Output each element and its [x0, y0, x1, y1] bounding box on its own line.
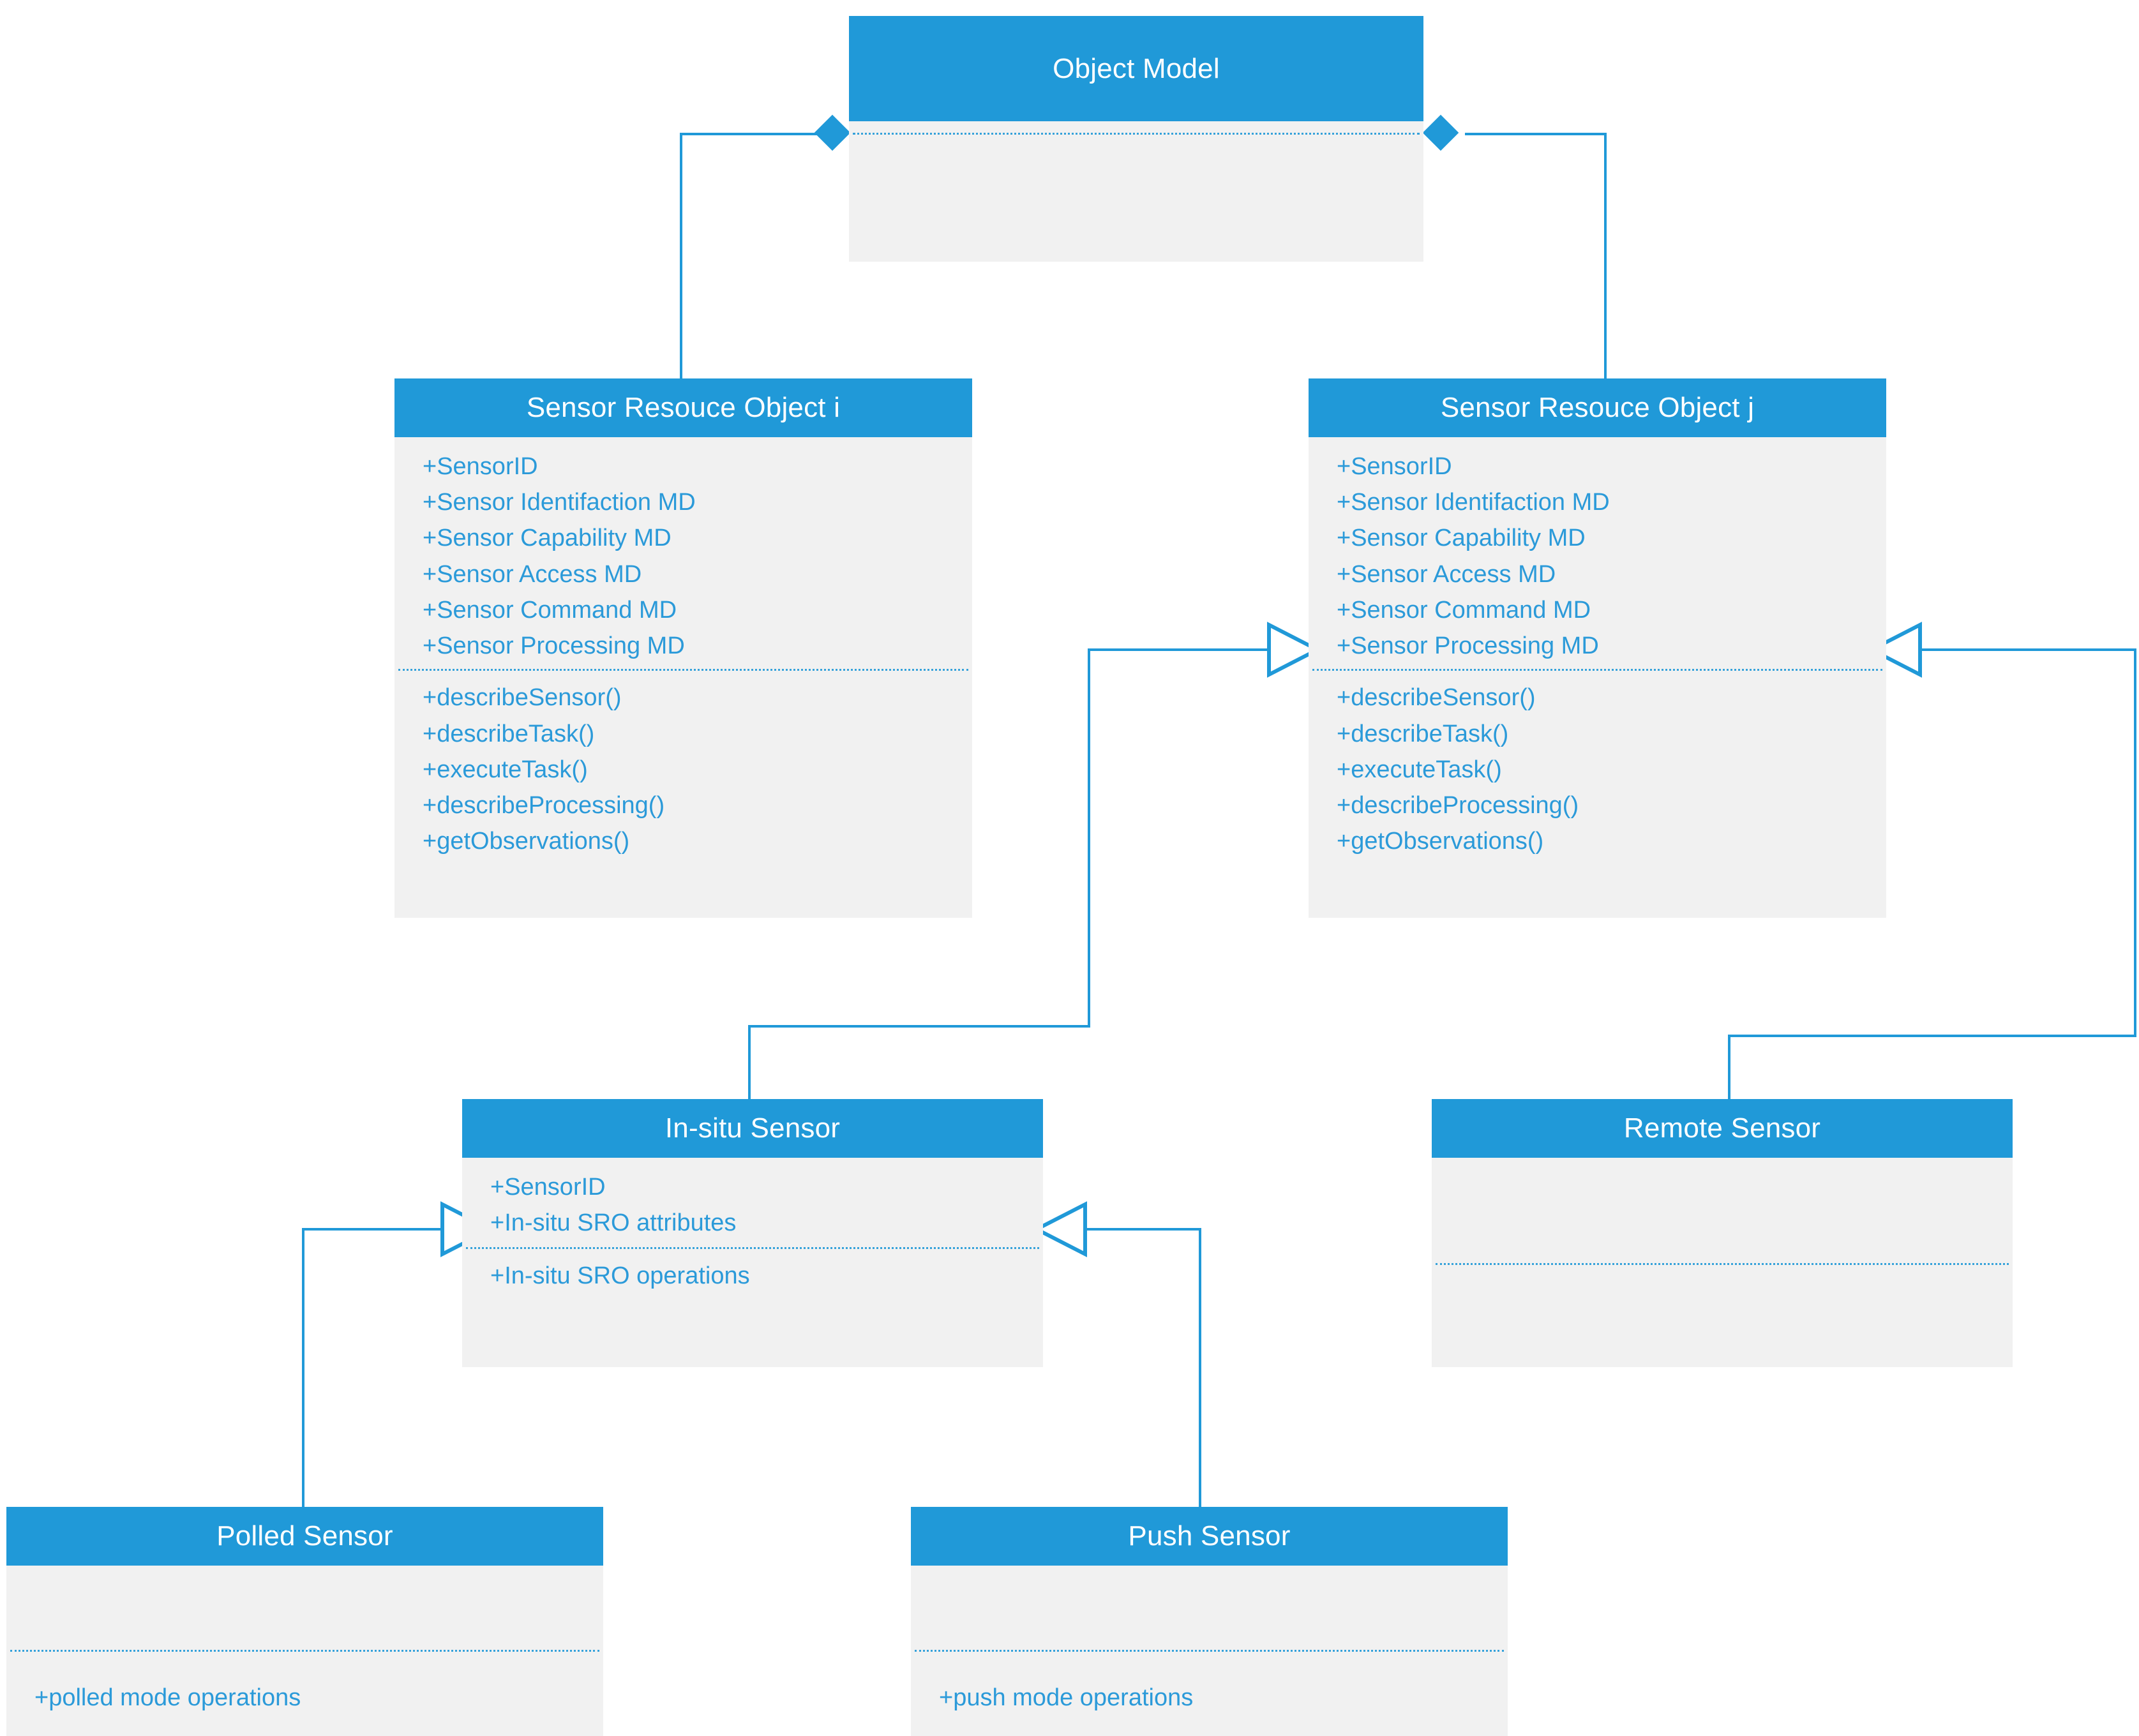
edge-object-model-to-sro-i-horizontal: [680, 133, 830, 135]
edge-push-to-in-situ-horizontal: [1074, 1228, 1201, 1231]
class-sensor-resource-object-j-title: Sensor Resouce Object j: [1440, 392, 1755, 423]
edge-in-situ-to-sro-j-riser: [1088, 648, 1090, 1028]
compartment-separator: [398, 669, 968, 671]
operation-item: +describeTask(): [423, 720, 595, 747]
class-push-sensor-title: Push Sensor: [1128, 1520, 1291, 1552]
class-polled-sensor-operations: +polled mode operations: [6, 1652, 603, 1716]
class-sensor-resource-object-i-operations: +describeSensor() +describeTask() +execu…: [394, 671, 972, 859]
class-object-model-attributes: [849, 121, 1423, 133]
edge-remote-to-sro-j-lower-horizontal: [1728, 1035, 2136, 1037]
operation-item: +In-situ SRO operations: [490, 1262, 750, 1290]
compartment-separator: [853, 133, 1420, 135]
edge-polled-to-in-situ-horizontal: [302, 1228, 441, 1231]
class-sensor-resource-object-j-header: Sensor Resouce Object j: [1309, 378, 1886, 437]
class-push-sensor-operations: +push mode operations: [911, 1652, 1508, 1716]
edge-remote-to-sro-j-riser: [2134, 648, 2136, 1037]
edge-in-situ-to-sro-j-vertical: [748, 1028, 751, 1165]
edge-remote-to-sro-j-horizontal: [1921, 648, 2135, 651]
attribute-item: +Sensor Identifaction MD: [1337, 489, 1610, 516]
operation-item: +executeTask(): [1337, 756, 1502, 783]
operation-item: +executeTask(): [423, 756, 588, 783]
class-sensor-resource-object-j-operations: +describeSensor() +describeTask() +execu…: [1309, 671, 1886, 859]
class-polled-sensor-title: Polled Sensor: [216, 1520, 393, 1552]
operation-item: +describeTask(): [1337, 720, 1509, 747]
operation-item: +getObservations(): [423, 828, 630, 855]
compartment-separator: [1312, 669, 1882, 671]
operation-item: +describeProcessing(): [1337, 792, 1579, 819]
edge-in-situ-to-sro-j-lower-horizontal: [748, 1025, 1090, 1028]
class-object-model-title: Object Model: [1053, 52, 1220, 84]
edge-polled-to-in-situ-vertical: [302, 1228, 304, 1507]
class-in-situ-sensor-title: In-situ Sensor: [664, 1112, 841, 1144]
class-remote-sensor-header: Remote Sensor: [1432, 1099, 2013, 1158]
class-object-model-body: [849, 121, 1423, 262]
operation-item: +describeProcessing(): [423, 792, 665, 819]
class-push-sensor[interactable]: Push Sensor +push mode operations: [911, 1507, 1508, 1736]
composition-diamond-object-model-left: [814, 114, 851, 151]
class-polled-sensor-body: +polled mode operations: [6, 1566, 603, 1736]
class-in-situ-sensor[interactable]: In-situ Sensor +SensorID +In-situ SRO at…: [462, 1099, 1043, 1367]
class-polled-sensor[interactable]: Polled Sensor +polled mode operations: [6, 1507, 603, 1736]
class-sensor-resource-object-i-title: Sensor Resouce Object i: [526, 392, 841, 423]
attribute-item: +Sensor Capability MD: [423, 525, 672, 552]
operation-item: +polled mode operations: [34, 1684, 301, 1711]
attribute-item: +Sensor Capability MD: [1337, 525, 1586, 552]
edge-object-model-to-sro-j-vertical: [1604, 133, 1607, 380]
class-in-situ-sensor-body: +SensorID +In-situ SRO attributes +In-si…: [462, 1158, 1043, 1367]
edge-in-situ-to-sro-j-horizontal: [1088, 648, 1268, 651]
attribute-item: +SensorID: [1337, 453, 1452, 480]
class-object-model[interactable]: Object Model: [849, 16, 1423, 262]
class-sensor-resource-object-i-body: +SensorID +Sensor Identifaction MD +Sens…: [394, 437, 972, 918]
edge-push-to-in-situ-vertical: [1199, 1228, 1201, 1507]
compartment-separator: [10, 1650, 599, 1652]
class-in-situ-sensor-attributes: +SensorID +In-situ SRO attributes: [462, 1158, 1043, 1241]
attribute-item: +Sensor Command MD: [1337, 596, 1591, 624]
class-push-sensor-header: Push Sensor: [911, 1507, 1508, 1566]
class-push-sensor-attributes: [911, 1566, 1508, 1650]
attribute-item: +SensorID: [423, 453, 538, 480]
compartment-separator: [466, 1247, 1039, 1250]
class-polled-sensor-attributes: [6, 1566, 603, 1650]
edge-object-model-to-sro-i-vertical: [680, 133, 682, 380]
operation-item: +describeSensor(): [1337, 684, 1536, 712]
class-remote-sensor[interactable]: Remote Sensor: [1432, 1099, 2013, 1367]
class-object-model-header: Object Model: [849, 16, 1423, 121]
attribute-item: +Sensor Identifaction MD: [423, 489, 696, 516]
class-in-situ-sensor-header: In-situ Sensor: [462, 1099, 1043, 1158]
attribute-item: +SensorID: [490, 1174, 606, 1201]
attribute-item: +Sensor Processing MD: [423, 632, 685, 660]
class-in-situ-sensor-operations: +In-situ SRO operations: [462, 1249, 1043, 1294]
class-remote-sensor-attributes: [1432, 1158, 2013, 1263]
class-object-model-operations: [849, 135, 1423, 262]
operation-item: +push mode operations: [939, 1684, 1194, 1711]
class-sensor-resource-object-i[interactable]: Sensor Resouce Object i +SensorID +Senso…: [394, 378, 972, 918]
class-remote-sensor-operations: [1432, 1265, 2013, 1368]
class-sensor-resource-object-j[interactable]: Sensor Resouce Object j +SensorID +Senso…: [1309, 378, 1886, 918]
class-remote-sensor-title: Remote Sensor: [1623, 1112, 1821, 1144]
attribute-item: +Sensor Processing MD: [1337, 632, 1599, 660]
class-sensor-resource-object-j-attributes: +SensorID +Sensor Identifaction MD +Sens…: [1309, 437, 1886, 664]
class-push-sensor-body: +push mode operations: [911, 1566, 1508, 1736]
compartment-separator: [915, 1650, 1504, 1652]
attribute-item: +Sensor Access MD: [1337, 560, 1556, 588]
edge-object-model-to-sro-j-horizontal: [1465, 133, 1607, 135]
operation-item: +describeSensor(): [423, 684, 622, 712]
class-sensor-resource-object-j-body: +SensorID +Sensor Identifaction MD +Sens…: [1309, 437, 1886, 918]
class-polled-sensor-header: Polled Sensor: [6, 1507, 603, 1566]
attribute-item: +In-situ SRO attributes: [490, 1209, 737, 1237]
class-sensor-resource-object-i-header: Sensor Resouce Object i: [394, 378, 972, 437]
attribute-item: +Sensor Command MD: [423, 596, 677, 624]
operation-item: +getObservations(): [1337, 828, 1544, 855]
composition-diamond-object-model-right: [1422, 114, 1459, 151]
compartment-separator: [1436, 1262, 2009, 1265]
class-remote-sensor-body: [1432, 1158, 2013, 1367]
class-sensor-resource-object-i-attributes: +SensorID +Sensor Identifaction MD +Sens…: [394, 437, 972, 664]
attribute-item: +Sensor Access MD: [423, 560, 642, 588]
